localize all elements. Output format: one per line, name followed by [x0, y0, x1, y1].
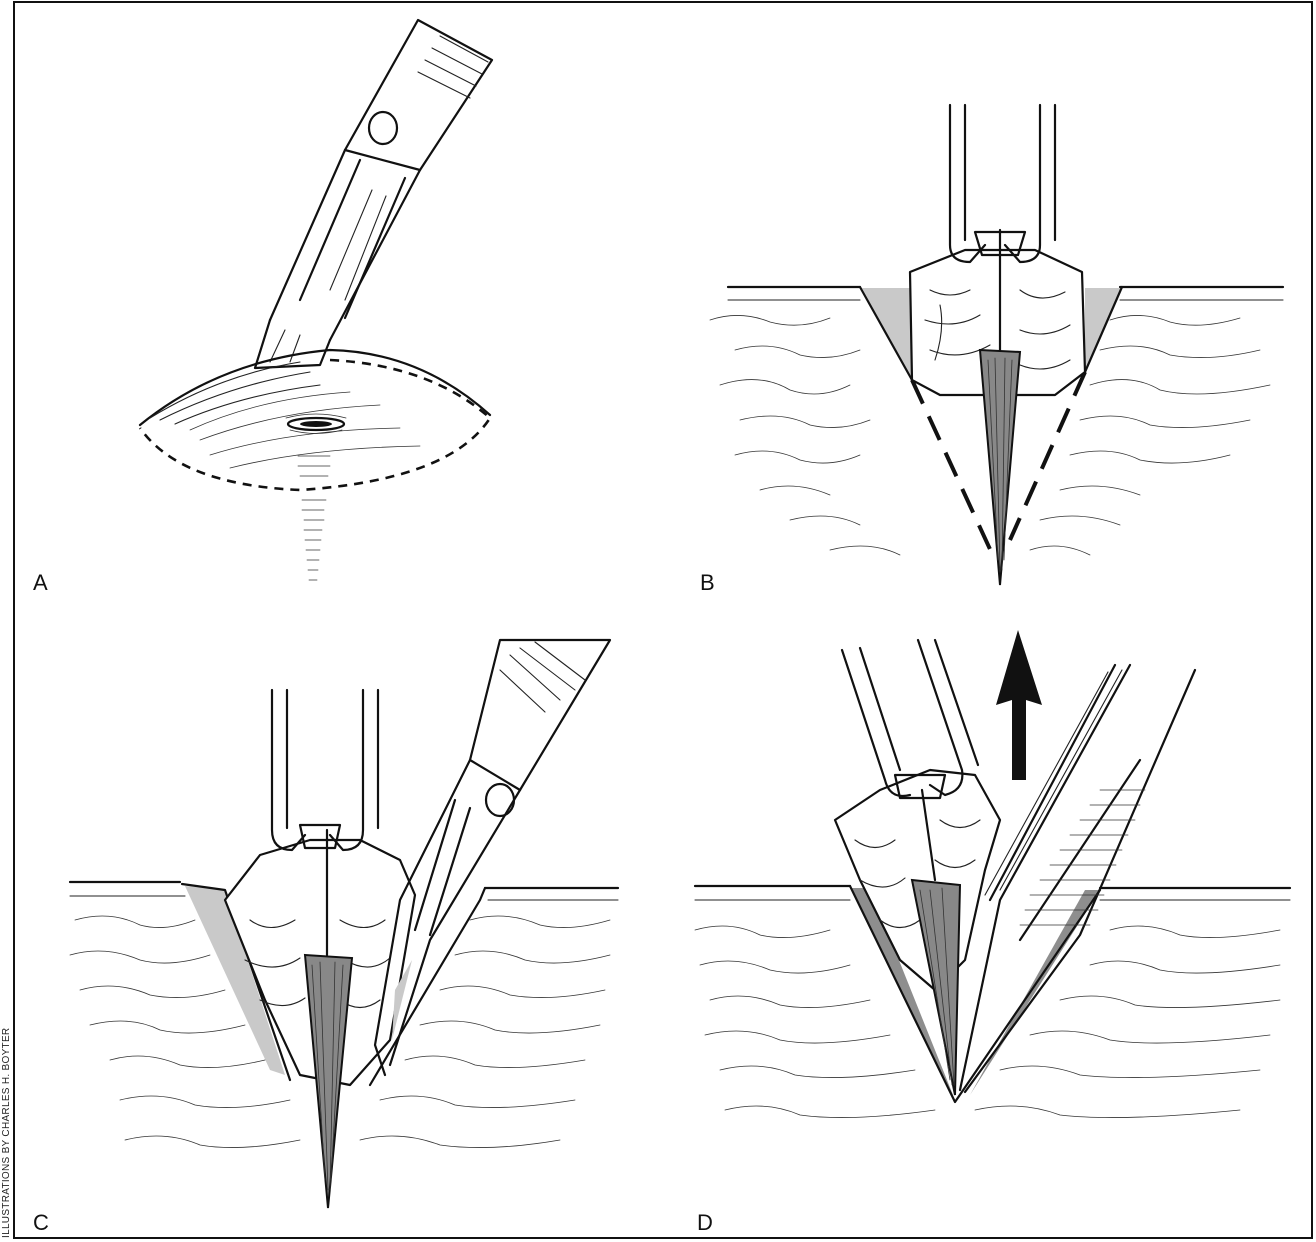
- panel-b-forceps: [948, 103, 1057, 264]
- panel-d-forceps: [840, 638, 980, 800]
- panel-b-label: B: [700, 570, 715, 595]
- panel-c-scalpel: [373, 638, 612, 1077]
- panel-c-forceps: [270, 688, 380, 852]
- panel-a-label: A: [33, 570, 48, 595]
- panel-d-label: D: [697, 1210, 713, 1235]
- panel-b-dermis-texture: [709, 315, 1271, 556]
- panel-a-elliptical-incision: A: [33, 18, 494, 595]
- panel-d-wound-wall-right: [970, 890, 1100, 1095]
- panel-c-wound-wall-left: [185, 886, 285, 1075]
- panel-d-hair-follicle: [910, 878, 962, 1096]
- panel-c-dissection-of-base: C: [33, 638, 620, 1235]
- panel-c-dermis-texture: [69, 915, 611, 1148]
- panel-d-dermis-texture: [694, 925, 1281, 1118]
- panel-d-upward-arrow-icon: [996, 630, 1042, 780]
- panel-d-scissors: [958, 663, 1197, 1094]
- panel-a-hair-follicle-shading: [297, 455, 331, 581]
- panel-b-elevation-of-tissue: B: [700, 103, 1285, 595]
- panel-a-scalpel: [253, 18, 494, 370]
- panel-c-label: C: [33, 1210, 49, 1235]
- figure-frame: [13, 1, 1313, 1239]
- panel-d-removal-of-plug: D: [693, 630, 1292, 1235]
- panel-b-hair-follicle: [978, 348, 1022, 586]
- panel-b-tissue-plug: [908, 248, 1087, 397]
- panel-a-skin-ellipse: [138, 348, 492, 581]
- illustration-credit: ILLUSTRATIONS BY CHARLES H. BOYTER: [1, 1028, 12, 1238]
